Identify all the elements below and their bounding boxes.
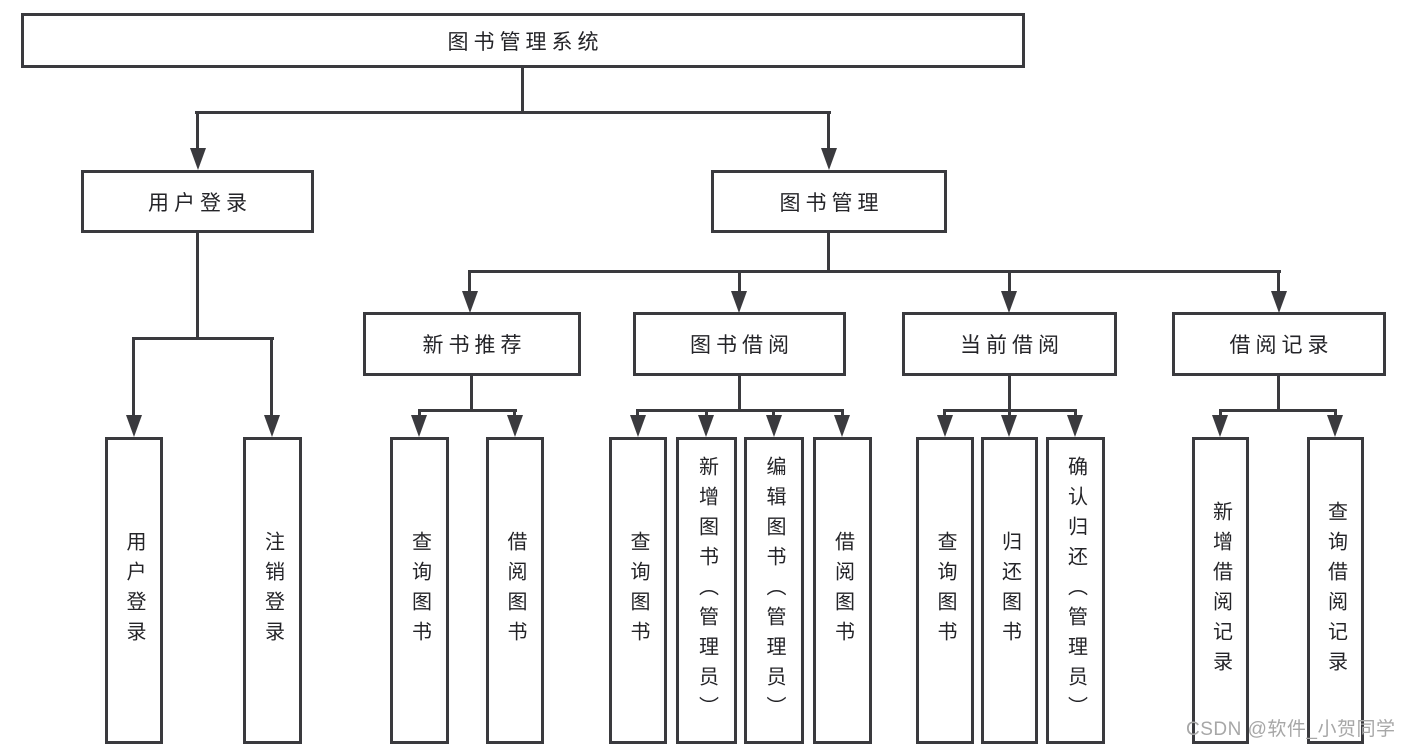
- node-label: 新增借阅记录: [1209, 500, 1232, 681]
- node-label: 图书借阅: [690, 334, 794, 357]
- arrowhead-query-borrow-record: [1327, 415, 1343, 437]
- connector-book-management-stem: [827, 233, 830, 273]
- connector-new-book-recommend-stem: [470, 376, 473, 412]
- node-newbook-query-books: 查询图书: [390, 437, 449, 744]
- arrowhead-user-login: [126, 415, 142, 437]
- node-book-management: 图书管理: [711, 170, 947, 233]
- node-user-login: 用户登录: [105, 437, 163, 744]
- node-query-borrow-record: 查询借阅记录: [1307, 437, 1364, 744]
- connector-stub: [513, 409, 516, 417]
- node-label: 确认归还（管理员）: [1064, 455, 1087, 726]
- node-label: 当前借阅: [960, 334, 1064, 357]
- node-add-books-admin: 新增图书（管理员）: [676, 437, 737, 744]
- connector-stub: [1008, 409, 1011, 417]
- connector-to-new-book-recommend: [468, 270, 471, 294]
- arrowhead-book-borrow: [731, 291, 747, 313]
- connector-level3-branch: [468, 270, 1281, 273]
- node-add-borrow-record: 新增借阅记录: [1192, 437, 1249, 744]
- connector-to-user-login-group: [196, 111, 199, 151]
- connector-new-book-recommend-branch: [418, 409, 517, 412]
- node-label: 新书推荐: [422, 334, 527, 357]
- connector-to-logout: [270, 337, 273, 419]
- csdn-watermark: CSDN @软件_小贺同学: [1186, 719, 1396, 740]
- node-label: 用户登录: [148, 191, 252, 215]
- arrowhead-query-books-3: [937, 415, 953, 437]
- arrowhead-query-books-2: [630, 415, 646, 437]
- arrowhead-query-books-1: [411, 415, 427, 437]
- arrowhead-current-borrow: [1001, 291, 1017, 313]
- arrowhead-confirm-return: [1067, 415, 1083, 437]
- connector-current-borrow-stem: [1008, 376, 1011, 412]
- node-borrow-books: 借阅图书: [813, 437, 872, 744]
- node-label: 查询图书: [627, 530, 649, 651]
- node-confirm-return-admin: 确认归还（管理员）: [1046, 437, 1105, 744]
- arrowhead-add-books: [698, 415, 714, 437]
- node-edit-books-admin: 编辑图书（管理员）: [744, 437, 804, 744]
- arrowhead-new-book-recommend: [462, 291, 478, 313]
- arrowhead-add-borrow-record: [1212, 415, 1228, 437]
- arrowhead-user-login-group: [190, 148, 206, 170]
- connector-stub: [1074, 409, 1077, 417]
- connector-stub: [1334, 409, 1337, 417]
- node-new-book-recommend: 新书推荐: [363, 312, 581, 376]
- node-user-login-group: 用户登录: [81, 170, 314, 233]
- connector-stub: [705, 409, 708, 417]
- node-label: 归还图书: [998, 530, 1021, 651]
- node-label: 图书管理系统: [447, 30, 604, 54]
- node-label: 新增图书（管理员）: [695, 455, 718, 726]
- connector-book-borrow-branch: [636, 409, 844, 412]
- connector-book-borrow-stem: [738, 376, 741, 412]
- node-borrow-query-books: 查询图书: [609, 437, 667, 744]
- arrowhead-return-books: [1001, 415, 1017, 437]
- connector-user-login-branch: [132, 337, 274, 340]
- connector-root-stem: [521, 68, 524, 114]
- connector-to-book-borrow: [738, 270, 741, 294]
- node-label: 借阅图书: [831, 530, 854, 651]
- node-library-management-system: 图书管理系统: [21, 13, 1025, 68]
- node-label: 编辑图书（管理员）: [763, 455, 785, 726]
- node-label: 查询图书: [934, 530, 956, 651]
- connector-to-book-management: [827, 111, 830, 151]
- node-book-borrow: 图书借阅: [633, 312, 846, 376]
- connector-stub: [1219, 409, 1222, 417]
- connector-user-login-stem: [196, 233, 199, 340]
- connector-to-user-login: [132, 337, 135, 419]
- node-borrow-records: 借阅记录: [1172, 312, 1386, 376]
- node-current-borrow: 当前借阅: [902, 312, 1117, 376]
- arrowhead-borrow-records: [1271, 291, 1287, 313]
- node-return-books: 归还图书: [981, 437, 1038, 744]
- node-label: 借阅记录: [1229, 334, 1334, 357]
- node-label: 注销登录: [261, 530, 284, 651]
- arrowhead-logout: [264, 415, 280, 437]
- connector-stub: [636, 409, 639, 417]
- connector-stub: [841, 409, 844, 417]
- connector-borrow-records-stem: [1277, 376, 1280, 412]
- connector-stub: [943, 409, 946, 417]
- arrowhead-edit-books: [766, 415, 782, 437]
- connector-to-current-borrow: [1008, 270, 1011, 294]
- connector-level1-branch: [195, 111, 831, 114]
- node-logout: 注销登录: [243, 437, 302, 744]
- node-label: 查询借阅记录: [1324, 500, 1347, 681]
- arrowhead-borrow-books-2: [834, 415, 850, 437]
- connector-stub: [418, 409, 421, 417]
- arrowhead-borrow-books-1: [507, 415, 523, 437]
- connector-stub: [772, 409, 775, 417]
- connector-borrow-records-branch: [1219, 409, 1337, 412]
- node-label: 用户登录: [123, 530, 145, 651]
- node-current-query-books: 查询图书: [916, 437, 974, 744]
- node-label: 查询图书: [408, 530, 431, 651]
- node-label: 借阅图书: [504, 530, 526, 651]
- node-label: 图书管理: [779, 191, 884, 215]
- node-newbook-borrow-books: 借阅图书: [486, 437, 544, 744]
- arrowhead-book-management: [821, 148, 837, 170]
- connector-to-borrow-records: [1277, 270, 1280, 294]
